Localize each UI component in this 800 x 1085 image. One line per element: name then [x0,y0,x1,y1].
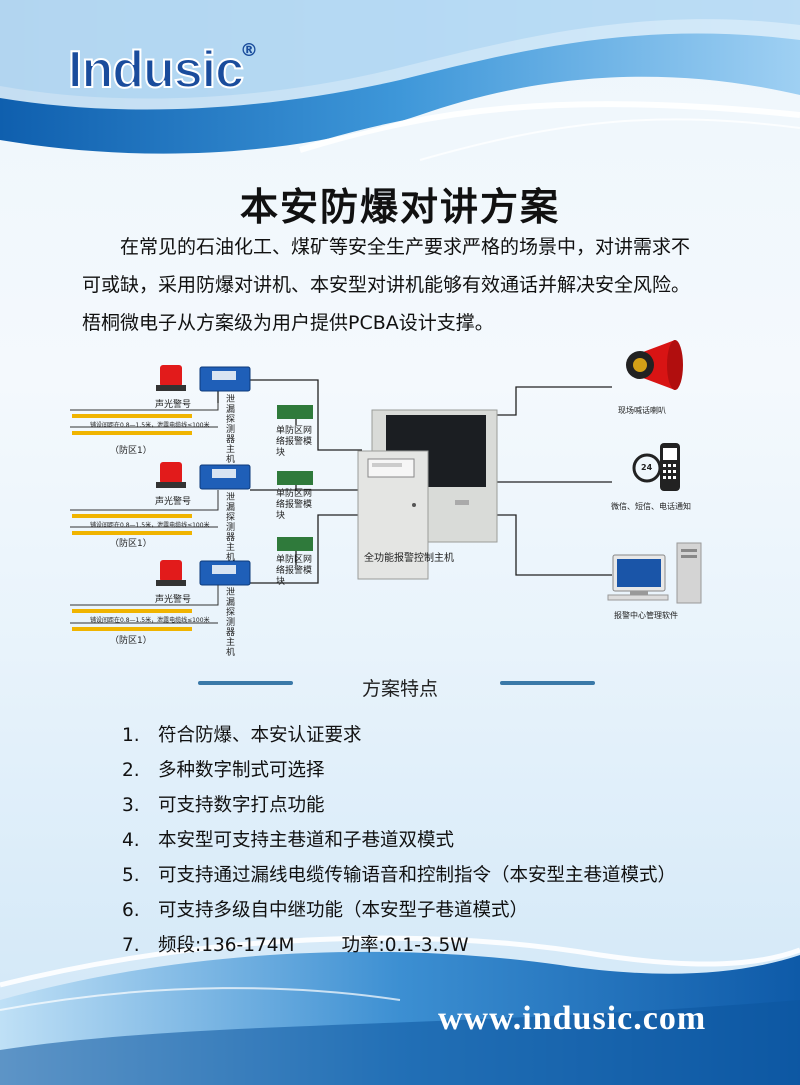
zone-1-devices [70,365,313,435]
detector-label-3: 泄漏探测器主机 [226,588,236,658]
feature-number: 1. [122,725,140,746]
computer-icon [607,542,702,604]
detector-label-1: 泄漏探测器主机 [226,395,236,465]
module-label-1: 单防区网络报警模块 [276,426,313,458]
zone-label-3: （防区1） [110,636,152,646]
feature-item: 5. 可支持通过漏线电缆传输语音和控制指令（本安型主巷道模式） [122,862,742,897]
phone-label: 微信、短信、电话通知 [611,502,691,511]
feature-number: 5. [122,865,140,886]
detector-label-2: 泄漏探测器主机 [226,493,236,563]
feature-number: 7. [122,935,140,956]
alarm-label-1: 声光警号 [155,400,192,410]
controller-label: 全功能报警控制主机 [364,553,454,564]
connection-lines [217,379,612,584]
feature-text: 可支持数字打点功能 [158,795,325,816]
feature-item: 3. 可支持数字打点功能 [122,792,742,827]
feature-number: 6. [122,900,140,921]
feature-item: 2. 多种数字制式可选择 [122,757,742,792]
feature-number: 3. [122,795,140,816]
intro-line-2: 可或缺，采用防爆对讲机、本安型对讲机能够有效通话并解决安全风险。 [82,274,691,296]
computer-label: 报警中心管理软件 [614,611,678,620]
zone-3-devices [70,537,313,631]
horn-label: 现场喊话喇叭 [618,406,666,415]
mobile-phone-icon [632,443,680,491]
module-label-3: 单防区网络报警模块 [276,555,313,587]
diagram-graphics [70,340,702,631]
features-list: 1. 符合防爆、本安认证要求 2. 多种数字制式可选择 3. 可支持数字打点功能 4.… [122,722,742,967]
feature-text: 可支持多级自中继功能（本安型子巷道模式） [158,900,529,921]
alarm-label-3: 声光警号 [155,595,192,605]
feature-text: 多种数字制式可选择 [158,760,325,781]
horn-speaker-icon [626,340,683,390]
cable-note-3: 铺设间距在0.8—1.5米，泄露电缆线≤100米 [90,617,210,624]
page-title: 本安防爆对讲方案 [239,185,560,229]
cable-note-2: 铺设间距在0.8—1.5米，泄露电缆线≤100米 [90,522,210,529]
phone-badge: 24 [641,463,653,472]
section-divider-left [198,681,293,685]
website-url[interactable]: www.indusic.com [438,1000,707,1037]
registered-mark: ® [240,40,258,61]
feature-text: 可支持通过漏线电缆传输语音和控制指令（本安型主巷道模式） [158,865,677,886]
feature-item: 6. 可支持多级自中继功能（本安型子巷道模式） [122,897,742,932]
brand-logo: Indusic [67,40,245,100]
feature-text: 符合防爆、本安认证要求 [158,725,362,746]
zone-label-2: （防区1） [110,539,152,549]
feature-item: 1. 符合防爆、本安认证要求 [122,722,742,757]
cable-note-1: 铺设间距在0.8—1.5米，泄露电缆线≤100米 [90,422,210,429]
feature-text: 本安型可支持主巷道和子巷道双模式 [158,830,455,851]
system-diagram: 声光警号 声光警号 声光警号 泄漏探测器主机 泄漏探测器主机 泄漏探测器主机 单… [0,335,800,658]
module-label-2: 单防区网络报警模块 [276,489,313,521]
zone-2-devices [70,462,313,535]
controller-unit [357,409,498,580]
intro-line-1: 在常见的石油化工、煤矿等安全生产要求严格的场景中，对讲需求不 [120,236,691,258]
feature-item: 7. 频段:136-174M 功率:0.1-3.5W [122,932,742,967]
feature-item: 4. 本安型可支持主巷道和子巷道双模式 [122,827,742,862]
intro-line-3: 梧桐微电子从方案级为用户提供PCBA设计支撑。 [82,312,494,334]
features-title: 方案特点 [361,678,438,700]
feature-number: 4. [122,830,140,851]
zone-label-1: （防区1） [110,446,152,456]
intro-paragraph: 在常见的石油化工、煤矿等安全生产要求严格的场景中，对讲需求不 可或缺，采用防爆对… [82,228,722,342]
alarm-label-2: 声光警号 [155,497,192,507]
section-divider-right [500,681,595,685]
feature-number: 2. [122,760,140,781]
feature-text: 频段:136-174M 功率:0.1-3.5W [158,935,469,956]
